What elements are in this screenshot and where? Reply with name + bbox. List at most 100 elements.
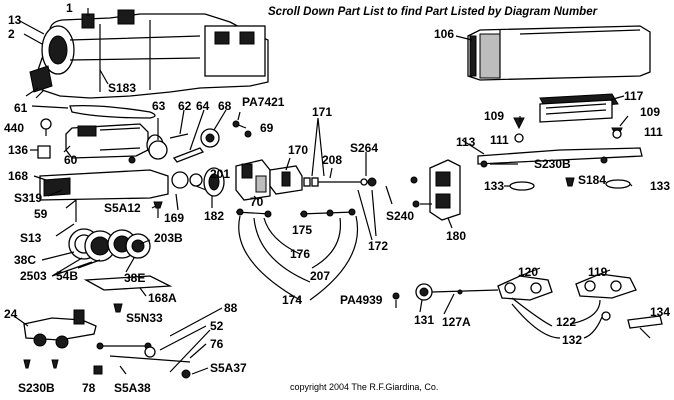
leader-38E <box>125 257 135 273</box>
leader-133b <box>629 183 633 187</box>
chassis-frame-168 <box>39 156 203 201</box>
label-203B: 203B <box>154 231 183 245</box>
label-64: 64 <box>196 99 210 113</box>
label-132: 132 <box>562 333 582 347</box>
leader-S5A37 <box>191 367 209 375</box>
label-208: 208 <box>322 153 342 167</box>
label-PA7421: PA7421 <box>242 95 285 109</box>
label-109-left: 109 <box>484 109 504 123</box>
label-62: 62 <box>178 99 192 113</box>
label-170: 170 <box>288 143 308 157</box>
label-174: 174 <box>282 293 302 307</box>
label-88: 88 <box>224 301 238 315</box>
label-109-right: 109 <box>640 105 660 119</box>
leader-122 <box>511 297 601 327</box>
label-52: 52 <box>210 319 224 333</box>
label-69: 69 <box>260 121 274 135</box>
leader-PA7421 <box>237 111 241 121</box>
leader-S13 <box>55 223 75 237</box>
part-122 <box>601 311 611 321</box>
locomotive-boiler-shell <box>25 9 269 99</box>
leader-13 <box>17 19 45 35</box>
label-113: 113 <box>456 135 476 149</box>
leader-38C <box>41 251 75 261</box>
label-117: 117 <box>624 89 644 103</box>
part-64 <box>172 147 205 163</box>
leader-171 <box>311 117 325 177</box>
part-S230B-top <box>480 160 488 168</box>
label-201: 201 <box>210 167 230 181</box>
part-136 <box>37 145 51 159</box>
diagram-header: Scroll Down Part List to find Part Liste… <box>268 6 598 18</box>
label-136: 136 <box>8 143 28 157</box>
leader-61 <box>31 105 69 109</box>
leader-88 <box>169 307 223 337</box>
motor-60 <box>65 123 164 159</box>
leader-2 <box>23 33 43 45</box>
leader-68 <box>213 109 227 131</box>
part-182 <box>203 167 225 197</box>
label-S264: S264 <box>350 141 378 155</box>
label-S5A37: S5A37 <box>210 361 247 375</box>
leader-168 <box>33 175 47 181</box>
label-78: 78 <box>82 381 96 395</box>
label-61: 61 <box>14 101 28 115</box>
tender-frame <box>539 93 619 123</box>
label-122: 122 <box>556 315 576 329</box>
label-S184: S184 <box>578 173 606 187</box>
label-169: 169 <box>164 211 184 225</box>
valve-gear-rods <box>93 329 211 379</box>
label-59: 59 <box>34 207 48 221</box>
leader-208 <box>329 167 333 179</box>
leader-106 <box>455 35 473 41</box>
leader-24 <box>13 315 29 327</box>
label-172: 172 <box>368 239 388 253</box>
label-S5A38: S5A38 <box>114 381 151 395</box>
label-176: 176 <box>290 247 310 261</box>
driving-wheels <box>68 228 151 262</box>
tender-body <box>467 25 651 81</box>
leader-2503 <box>51 257 93 277</box>
leader-170 <box>285 157 291 171</box>
label-S230B-bottom: S230B <box>18 381 55 395</box>
pilot-truck-24 <box>23 309 97 349</box>
part-113 <box>477 147 643 165</box>
leader-S5A12 <box>151 205 157 209</box>
side-rods <box>235 208 359 301</box>
part-62 <box>169 133 189 139</box>
part-111-left <box>514 133 524 143</box>
leader-203B <box>139 239 151 245</box>
label-S240: S240 <box>386 209 414 223</box>
leader-54B <box>77 259 101 269</box>
part-109-left <box>513 117 525 130</box>
leader-62 <box>179 109 185 135</box>
label-24: 24 <box>4 307 18 321</box>
label-180: 180 <box>446 229 466 243</box>
label-207: 207 <box>310 269 330 283</box>
label-S5N33: S5N33 <box>126 311 163 325</box>
label-1: 1 <box>66 1 73 15</box>
tender-truck-120 <box>497 267 553 301</box>
label-S13: S13 <box>20 231 42 245</box>
label-168: 168 <box>8 169 28 183</box>
tender-truck-119 <box>575 269 637 299</box>
part-133-right <box>605 179 631 189</box>
label-120: 120 <box>518 265 538 279</box>
drive-shaft <box>303 177 377 187</box>
label-111-right: 111 <box>644 125 663 139</box>
tender-drawbar <box>392 283 499 308</box>
label-76: 76 <box>210 337 224 351</box>
label-38C: 38C <box>14 253 36 267</box>
leader-70 <box>253 195 259 201</box>
leader-S183 <box>99 69 109 85</box>
part-S230B-bottom <box>23 359 59 369</box>
part-63 <box>148 140 168 160</box>
label-13: 13 <box>8 13 22 27</box>
label-2: 2 <box>8 27 15 41</box>
label-S183: S183 <box>108 81 136 95</box>
copyright-notice: copyright 2004 The R.F.Giardina, Co. <box>290 382 438 392</box>
label-131: 131 <box>414 313 434 327</box>
part-S5N33 <box>113 303 123 313</box>
label-38E: 38E <box>124 271 145 285</box>
